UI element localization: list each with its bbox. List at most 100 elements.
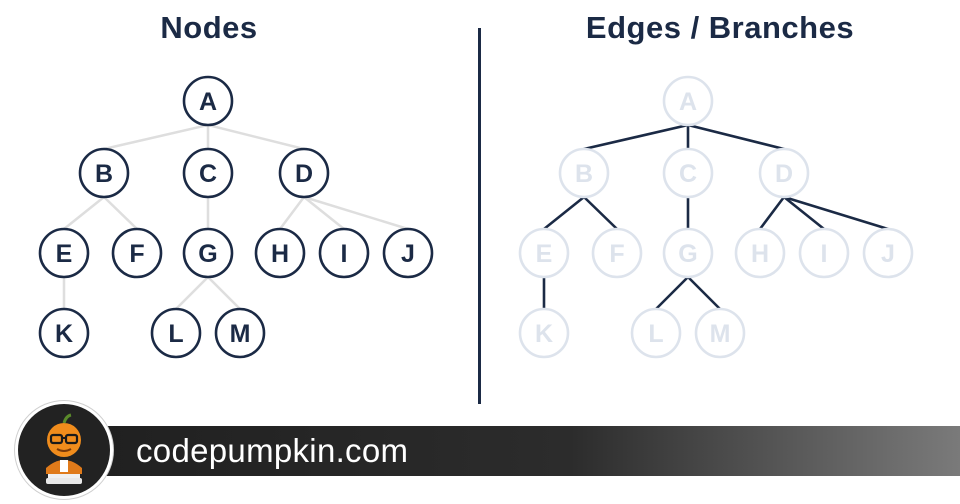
left-node-label: F	[129, 240, 144, 268]
left-edge-d-i	[302, 195, 346, 231]
left-node-j: J	[382, 227, 434, 279]
left-edge-g-l	[174, 275, 210, 311]
left-node-label: H	[271, 240, 289, 268]
left-node-m: M	[214, 307, 266, 359]
footer-bar	[94, 426, 960, 476]
left-node-label: B	[95, 160, 113, 188]
right-edge-d-j	[782, 195, 890, 231]
left-node-label: M	[230, 320, 251, 348]
right-edge-g-m	[686, 275, 722, 311]
right-node-b: B	[558, 147, 610, 199]
left-node-l: L	[150, 307, 202, 359]
right-edge-b-f	[582, 195, 619, 231]
left-node-label: E	[56, 240, 73, 268]
left-edge-b-e	[62, 195, 106, 231]
left-edge-d-j	[302, 195, 410, 231]
right-node-e: E	[518, 227, 570, 279]
pumpkin-mascot-icon	[18, 404, 110, 496]
left-edge-a-b	[102, 123, 210, 151]
right-edge-a-b	[582, 123, 690, 151]
right-node-label: G	[678, 240, 697, 268]
right-edge-b-e	[542, 195, 586, 231]
right-node-circle	[862, 227, 914, 279]
right-node-circle	[798, 227, 850, 279]
right-node-label: D	[775, 160, 793, 188]
left-edge-d-h	[278, 195, 306, 231]
left-node-k: K	[38, 307, 90, 359]
left-node-circle	[214, 307, 266, 359]
right-node-j: J	[862, 227, 914, 279]
left-node-circle	[111, 227, 163, 279]
right-node-circle	[518, 307, 570, 359]
left-node-i: I	[318, 227, 370, 279]
right-node-g: G	[662, 227, 714, 279]
left-edge-b-f	[102, 195, 139, 231]
left-node-circle	[318, 227, 370, 279]
left-node-label: I	[341, 240, 348, 268]
right-node-label: A	[679, 88, 697, 116]
left-node-label: C	[199, 160, 217, 188]
right-node-label: C	[679, 160, 697, 188]
left-node-d: D	[278, 147, 330, 199]
right-node-l: L	[630, 307, 682, 359]
right-node-circle	[630, 307, 682, 359]
left-node-circle	[182, 75, 234, 127]
left-node-circle	[38, 227, 90, 279]
left-edge-a-d	[206, 123, 306, 151]
left-node-label: A	[199, 88, 217, 116]
left-node-circle	[182, 147, 234, 199]
right-node-h: H	[734, 227, 786, 279]
right-node-f: F	[591, 227, 643, 279]
right-node-label: H	[751, 240, 769, 268]
left-node-circle	[254, 227, 306, 279]
left-node-circle	[278, 147, 330, 199]
right-node-label: L	[648, 320, 663, 348]
left-node-circle	[150, 307, 202, 359]
footer-site-text[interactable]: codepumpkin.com	[136, 432, 409, 469]
left-node-circle	[78, 147, 130, 199]
right-edge-g-l	[654, 275, 690, 311]
edges-branches-title: Edges / Branches	[585, 10, 855, 45]
left-node-c: C	[182, 147, 234, 199]
right-node-m: M	[694, 307, 746, 359]
right-node-label: F	[609, 240, 624, 268]
left-node-circle	[182, 227, 234, 279]
right-node-circle	[662, 227, 714, 279]
right-node-a: A	[662, 75, 714, 127]
left-node-label: L	[168, 320, 183, 348]
nodes-title: Nodes	[160, 10, 258, 45]
panel-divider	[478, 28, 481, 404]
left-node-circle	[38, 307, 90, 359]
right-node-label: J	[881, 240, 895, 268]
right-node-circle	[558, 147, 610, 199]
right-node-label: I	[821, 240, 828, 268]
right-edge-d-h	[758, 195, 786, 231]
left-node-f: F	[111, 227, 163, 279]
right-node-label: B	[575, 160, 593, 188]
left-node-circle	[382, 227, 434, 279]
left-node-b: B	[78, 147, 130, 199]
right-edge-d-i	[782, 195, 826, 231]
left-node-label: G	[198, 240, 217, 268]
right-edge-a-d	[686, 123, 786, 151]
right-node-circle	[662, 75, 714, 127]
right-node-d: D	[758, 147, 810, 199]
left-edge-g-m	[206, 275, 242, 311]
right-node-k: K	[518, 307, 570, 359]
right-node-circle	[694, 307, 746, 359]
left-node-e: E	[38, 227, 90, 279]
left-node-h: H	[254, 227, 306, 279]
right-node-label: E	[536, 240, 553, 268]
right-node-label: M	[710, 320, 731, 348]
right-node-circle	[662, 147, 714, 199]
left-node-label: D	[295, 160, 313, 188]
right-node-circle	[734, 227, 786, 279]
left-node-label: K	[55, 320, 73, 348]
right-node-c: C	[662, 147, 714, 199]
left-node-a: A	[182, 75, 234, 127]
left-node-label: J	[401, 240, 415, 268]
right-node-i: I	[798, 227, 850, 279]
